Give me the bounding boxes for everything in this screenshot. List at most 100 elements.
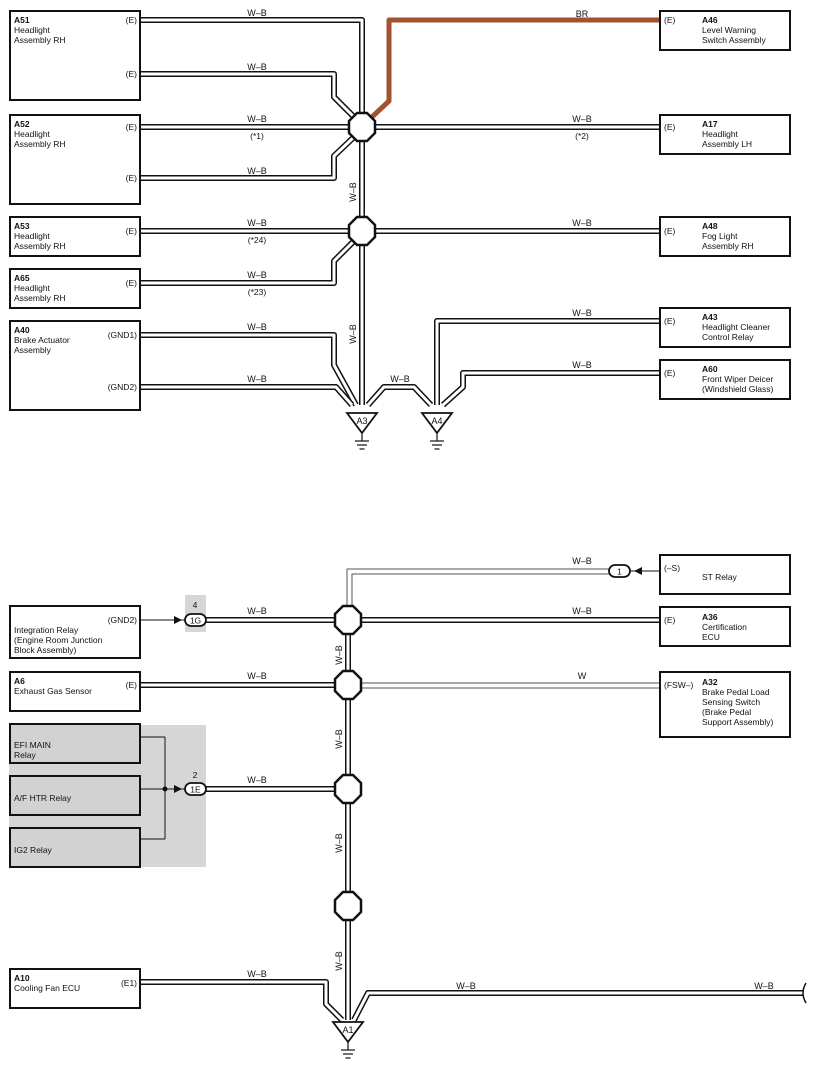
svg-text:Assembly RH: Assembly RH bbox=[14, 139, 65, 149]
svg-text:A17: A17 bbox=[702, 119, 718, 129]
svg-text:Fog Light: Fog Light bbox=[702, 231, 738, 241]
svg-text:Headlight Cleaner: Headlight Cleaner bbox=[702, 322, 770, 332]
component-a32: (FSW–) A32 Brake Pedal Load Sensing Swit… bbox=[659, 671, 791, 738]
svg-text:(E): (E) bbox=[664, 615, 676, 625]
component-a43: (E) A43 Headlight Cleaner Control Relay bbox=[659, 307, 791, 348]
integration-relay-arrow bbox=[174, 616, 182, 624]
svg-text:Assembly RH: Assembly RH bbox=[14, 241, 65, 251]
svg-text:(FSW–): (FSW–) bbox=[664, 680, 693, 690]
top-wires bbox=[140, 17, 660, 408]
component-a6: A6 Exhaust Gas Sensor (E) bbox=[9, 671, 141, 712]
svg-text:W–B: W–B bbox=[247, 322, 267, 332]
svg-text:Integration Relay: Integration Relay bbox=[14, 625, 79, 635]
connector-1g: 4 1G bbox=[184, 600, 207, 627]
svg-text:2: 2 bbox=[193, 770, 198, 780]
svg-text:A40: A40 bbox=[14, 325, 30, 335]
svg-text:A60: A60 bbox=[702, 364, 718, 374]
svg-text:(–S): (–S) bbox=[664, 563, 680, 573]
svg-text:W–B: W–B bbox=[247, 775, 267, 785]
svg-text:(*2): (*2) bbox=[575, 131, 589, 141]
svg-text:A48: A48 bbox=[702, 221, 718, 231]
svg-text:Exhaust Gas Sensor: Exhaust Gas Sensor bbox=[14, 686, 92, 696]
svg-text:(E): (E) bbox=[664, 122, 676, 132]
svg-text:W–B: W–B bbox=[247, 218, 267, 228]
svg-text:(E): (E) bbox=[126, 680, 138, 690]
svg-text:(*1): (*1) bbox=[250, 131, 264, 141]
svg-text:IG2 Relay: IG2 Relay bbox=[14, 845, 53, 855]
svg-text:EFI MAIN: EFI MAIN bbox=[14, 740, 51, 750]
svg-text:Headlight: Headlight bbox=[14, 129, 51, 139]
svg-text:(Brake Pedal: (Brake Pedal bbox=[702, 707, 751, 717]
svg-text:(E): (E) bbox=[126, 226, 138, 236]
svg-text:Level Warning: Level Warning bbox=[702, 25, 756, 35]
svg-text:A1: A1 bbox=[342, 1025, 353, 1035]
svg-text:A46: A46 bbox=[702, 15, 718, 25]
wire-break-mark bbox=[802, 982, 807, 1004]
svg-text:W–B: W–B bbox=[334, 833, 344, 853]
svg-text:W–B: W–B bbox=[247, 114, 267, 124]
svg-text:A36: A36 bbox=[702, 612, 718, 622]
svg-text:A43: A43 bbox=[702, 312, 718, 322]
component-af-htr-relay: A/F HTR Relay bbox=[9, 775, 141, 816]
svg-text:A10: A10 bbox=[14, 973, 30, 983]
svg-text:W–B: W–B bbox=[348, 182, 358, 202]
junction-1 bbox=[347, 111, 377, 143]
bottom-wire-labels: W–B W–B W–B W–B W–B W W–B W–B W–B W–B W–… bbox=[247, 556, 774, 991]
svg-text:(E): (E) bbox=[126, 122, 138, 132]
ground-a1: A1 bbox=[331, 1021, 365, 1059]
svg-text:W–B: W–B bbox=[572, 114, 592, 124]
svg-text:W–B: W–B bbox=[247, 166, 267, 176]
ground-a3: A3 bbox=[345, 412, 379, 450]
connector-1: 1 bbox=[608, 564, 660, 578]
svg-text:A32: A32 bbox=[702, 677, 718, 687]
svg-text:A51: A51 bbox=[14, 15, 30, 25]
junction-2 bbox=[347, 215, 377, 247]
relay-bus bbox=[140, 736, 186, 840]
component-a40: A40 Brake Actuator Assembly (GND1) (GND2… bbox=[9, 320, 141, 411]
svg-text:W–B: W–B bbox=[334, 645, 344, 665]
svg-text:(Engine Room Junction: (Engine Room Junction bbox=[14, 635, 103, 645]
svg-text:Assembly RH: Assembly RH bbox=[14, 35, 65, 45]
svg-text:4: 4 bbox=[193, 600, 198, 610]
junction-4 bbox=[333, 669, 363, 701]
component-integration-relay: Integration Relay (Engine Room Junction … bbox=[9, 605, 141, 659]
svg-text:Brake Actuator: Brake Actuator bbox=[14, 335, 70, 345]
svg-text:W–B: W–B bbox=[247, 671, 267, 681]
svg-text:(E): (E) bbox=[126, 15, 138, 25]
component-a60: (E) A60 Front Wiper Deicer (Windshield G… bbox=[659, 359, 791, 400]
svg-text:(GND2): (GND2) bbox=[108, 382, 137, 392]
svg-text:Headlight: Headlight bbox=[14, 231, 51, 241]
svg-text:(E): (E) bbox=[664, 15, 676, 25]
svg-text:ECU: ECU bbox=[702, 632, 720, 642]
svg-text:W–B: W–B bbox=[348, 324, 358, 344]
svg-text:A6: A6 bbox=[14, 676, 25, 686]
svg-text:Cooling Fan ECU: Cooling Fan ECU bbox=[14, 983, 80, 993]
svg-text:W–B: W–B bbox=[247, 606, 267, 616]
svg-text:Headlight: Headlight bbox=[14, 283, 51, 293]
svg-text:Support Assembly): Support Assembly) bbox=[702, 717, 774, 727]
svg-text:1E: 1E bbox=[190, 785, 201, 795]
component-a48: (E) A48 Fog Light Assembly RH bbox=[659, 216, 791, 257]
svg-text:Assembly RH: Assembly RH bbox=[702, 241, 753, 251]
svg-text:W–B: W–B bbox=[572, 606, 592, 616]
svg-text:(E1): (E1) bbox=[121, 978, 137, 988]
svg-text:BR: BR bbox=[576, 9, 589, 19]
svg-text:W: W bbox=[578, 671, 587, 681]
svg-text:W–B: W–B bbox=[572, 308, 592, 318]
svg-text:W–B: W–B bbox=[754, 981, 774, 991]
svg-text:Relay: Relay bbox=[14, 750, 36, 760]
svg-text:Control Relay: Control Relay bbox=[702, 332, 754, 342]
component-efi-main-relay: EFI MAIN Relay bbox=[9, 723, 141, 764]
svg-text:W–B: W–B bbox=[456, 981, 476, 991]
svg-text:Certification: Certification bbox=[702, 622, 747, 632]
svg-text:W–B: W–B bbox=[247, 62, 267, 72]
svg-text:Switch Assembly: Switch Assembly bbox=[702, 35, 767, 45]
svg-text:Headlight: Headlight bbox=[702, 129, 739, 139]
ground-a4: A4 bbox=[420, 412, 454, 450]
svg-text:W–B: W–B bbox=[334, 951, 344, 971]
junction-5 bbox=[333, 773, 363, 805]
svg-text:A/F HTR Relay: A/F HTR Relay bbox=[14, 793, 72, 803]
svg-text:A53: A53 bbox=[14, 221, 30, 231]
component-a46: (E) A46 Level Warning Switch Assembly bbox=[659, 10, 791, 51]
svg-text:A3: A3 bbox=[356, 416, 367, 426]
